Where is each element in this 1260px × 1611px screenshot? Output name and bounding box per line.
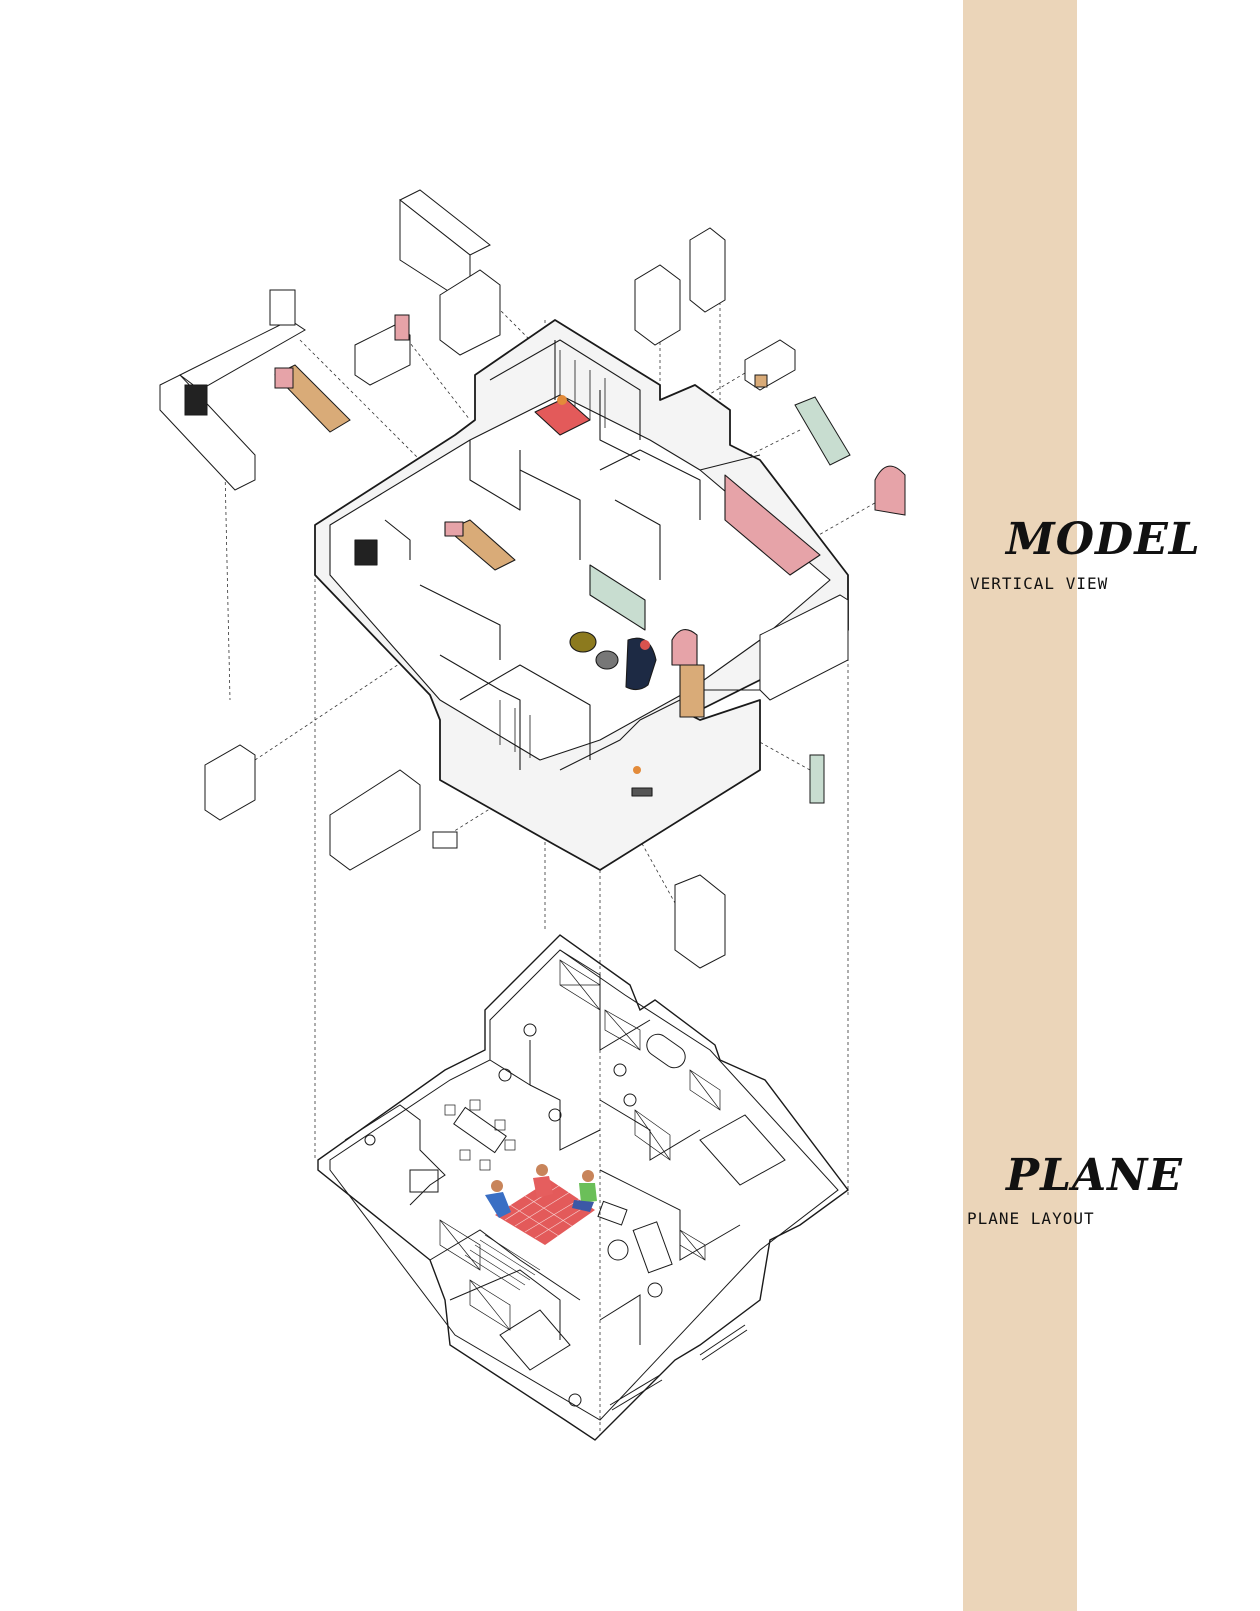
navy-chair — [625, 637, 657, 691]
kitchen-appliance — [354, 539, 378, 566]
exploded-furniture — [159, 189, 906, 969]
model-title: MODEL — [1006, 514, 1201, 565]
floor-plan-icon — [317, 934, 849, 1441]
round-table — [595, 650, 619, 670]
pink-bench — [724, 474, 821, 576]
people-figure-icon — [485, 1164, 597, 1218]
olive-chair — [569, 631, 597, 653]
people-figure-icon — [633, 766, 641, 774]
bedroom-rug — [534, 397, 591, 436]
plan-outer-wall — [317, 934, 849, 1441]
beige-side-band — [963, 0, 1077, 1611]
plane-subtitle: PLANE LAYOUT — [967, 1209, 1095, 1228]
people-figure-icon — [557, 395, 567, 405]
green-sofa — [589, 564, 646, 631]
bookshelf — [679, 664, 705, 718]
pink-arch — [671, 629, 698, 666]
picnic-rug — [495, 1180, 595, 1245]
plane-title: PLANE — [1006, 1150, 1183, 1201]
model-subtitle: VERTICAL VIEW — [970, 574, 1109, 593]
